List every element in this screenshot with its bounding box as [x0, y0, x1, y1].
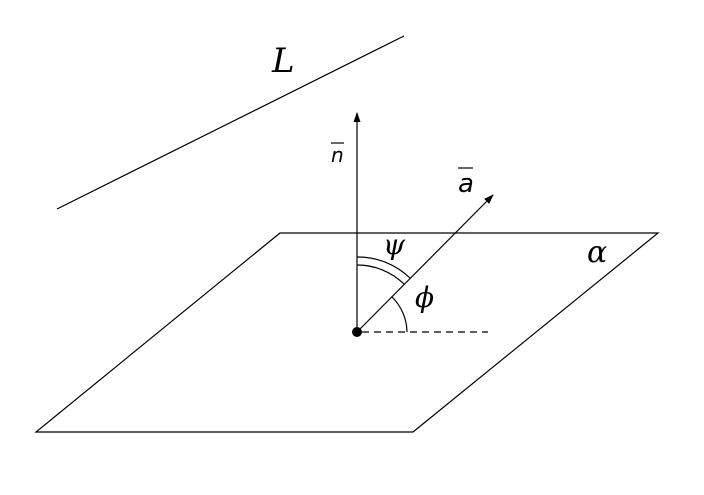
vector-a-label: a — [458, 169, 474, 199]
angle-psi-arc-outer — [356, 256, 411, 279]
angle-psi-label: ψ — [383, 228, 406, 261]
angle-phi-label: ϕ — [415, 281, 434, 314]
vector-a — [356, 194, 494, 333]
normal-vector-label: n — [331, 143, 344, 167]
line-l-label: L — [271, 41, 295, 81]
origin-point — [352, 327, 362, 337]
line-l — [56, 35, 405, 210]
angle-phi-arc — [391, 296, 408, 333]
plane-alpha-label: α — [587, 235, 607, 270]
plane-alpha — [34, 232, 660, 433]
angle-psi-arc-inner — [356, 264, 405, 285]
